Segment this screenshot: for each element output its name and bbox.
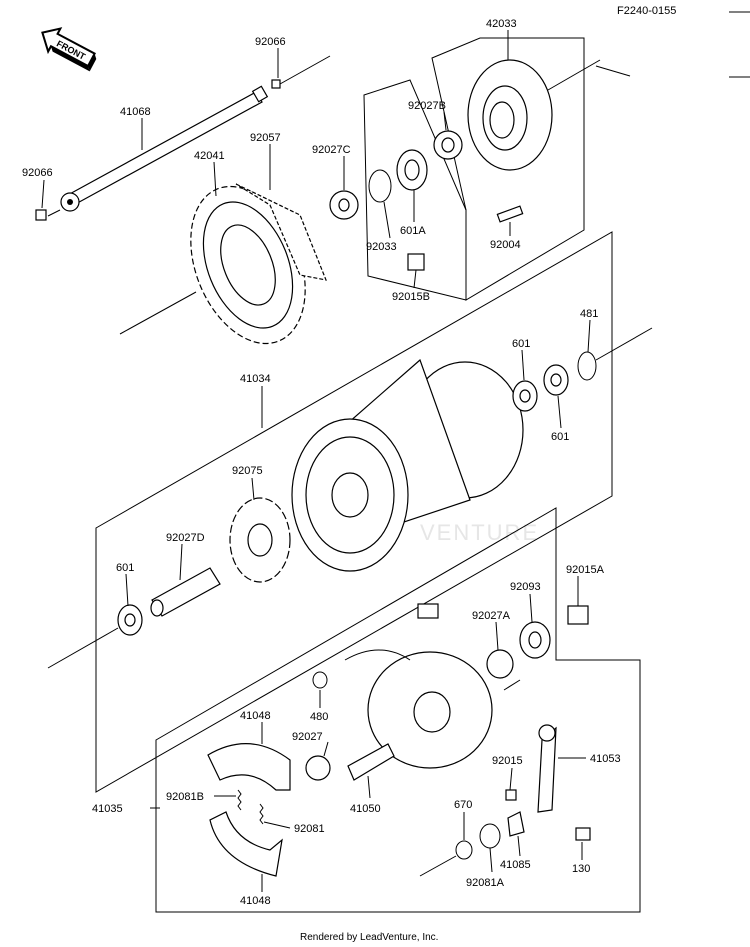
callout-92015B: 92015B: [392, 291, 430, 303]
cam-41050: [347, 743, 395, 781]
callout-601-left: 601: [116, 562, 134, 574]
callout-481: 481: [580, 308, 598, 320]
lever-41053: [537, 724, 557, 813]
brake-shoe-41048-top: [207, 743, 291, 791]
diagram-code: F2240-0155: [617, 5, 676, 17]
callout-41050: 41050: [350, 803, 381, 815]
callout-42033: 42033: [486, 18, 517, 30]
hub-41034: [291, 358, 524, 572]
watermark: VENTURE: [420, 520, 539, 545]
sub-assembly-box-brake: [155, 507, 641, 913]
callout-92057: 92057: [250, 132, 281, 144]
damper-92075: [229, 497, 291, 583]
callout-601-right: 601: [551, 431, 569, 443]
brake-shoe-41048-bottom: [209, 811, 283, 877]
callout-601A: 601A: [400, 225, 426, 237]
callout-92081: 92081: [294, 823, 325, 835]
callout-92027D: 92027D: [166, 532, 205, 544]
brake-bolt: [417, 603, 439, 619]
nut-92066-left: [35, 209, 47, 221]
chain-92057: [235, 183, 327, 281]
front-arrow-icon: FRONT: [41, 27, 97, 72]
bearing-601-right-b: [543, 364, 569, 396]
washer-670: [455, 840, 473, 860]
nut-92015B: [407, 253, 425, 271]
callout-92081B: 92081B: [166, 791, 204, 803]
callout-42041: 42041: [194, 150, 225, 162]
stud-92004: [496, 205, 524, 223]
axle-center-line: [279, 55, 331, 85]
nut-92066-top: [271, 79, 281, 89]
nut-92015: [505, 789, 517, 801]
callout-92066-top: 92066: [255, 36, 286, 48]
callout-92066-left: 92066: [22, 167, 53, 179]
coupling-line: [547, 59, 601, 91]
bearing-601-left: [117, 604, 143, 636]
callout-92015A: 92015A: [566, 564, 605, 576]
coupling-line-b: [595, 65, 631, 77]
callout-130: 130: [572, 863, 590, 875]
axle-41068: [60, 85, 269, 212]
plate-41085: [507, 811, 525, 837]
callout-41048-top: 41048: [240, 710, 271, 722]
coupling-42033: [467, 59, 553, 171]
callout-41068: 41068: [120, 106, 151, 118]
spring-92081B: [237, 789, 242, 811]
bolt-130: [575, 827, 591, 841]
collar-92027: [305, 755, 331, 781]
callout-41053: 41053: [590, 753, 621, 765]
collar-92027B: [433, 130, 463, 160]
spring-92081: [259, 803, 264, 825]
callout-670: 670: [454, 799, 472, 811]
axle-center-line-left: [47, 209, 61, 217]
bearing-601A: [396, 149, 428, 191]
brake-center-line-right: [503, 679, 521, 691]
sprocket-center-line: [119, 291, 197, 335]
callout-92027B: 92027B: [408, 100, 446, 112]
callout-480: 480: [310, 711, 328, 723]
leader-lines: [41, 30, 591, 892]
bearing-601-right-a: [512, 380, 538, 412]
sub-assembly-box-coupling: [431, 37, 585, 301]
sub-assembly-box-hub: [95, 231, 613, 793]
callout-92004: 92004: [490, 239, 521, 251]
callout-92033: 92033: [366, 241, 397, 253]
collar-92027A: [486, 649, 514, 679]
callout-92015: 92015: [492, 755, 523, 767]
sprocket-42041: [190, 185, 306, 345]
spacer-92093: [519, 621, 551, 659]
brake-panel: [344, 649, 493, 769]
circlip-481: [577, 351, 597, 381]
callout-92093: 92093: [510, 581, 541, 593]
circlip-92033: [368, 169, 392, 203]
callout-41048-bottom: 41048: [240, 895, 271, 907]
clip-480: [312, 671, 328, 689]
callout-41085: 41085: [500, 859, 531, 871]
callout-92027: 92027: [292, 731, 323, 743]
callout-92075: 92075: [232, 465, 263, 477]
spring-92081A: [479, 823, 501, 849]
callout-92027C: 92027C: [312, 144, 351, 156]
callout-601-top: 601: [512, 338, 530, 350]
brake-center-line-left: [419, 855, 457, 877]
callout-41034: 41034: [240, 373, 271, 385]
nut-92015A: [567, 605, 589, 625]
hub-center-line-left: [47, 627, 119, 669]
callout-92027A: 92027A: [472, 610, 511, 622]
footer-credit: Rendered by LeadVenture, Inc.: [300, 932, 438, 943]
callout-41035: 41035: [92, 803, 123, 815]
collar-92027C: [329, 190, 359, 220]
callout-92081A: 92081A: [466, 877, 505, 889]
hub-center-line-right: [595, 327, 653, 361]
collar-92027D: [150, 567, 221, 617]
